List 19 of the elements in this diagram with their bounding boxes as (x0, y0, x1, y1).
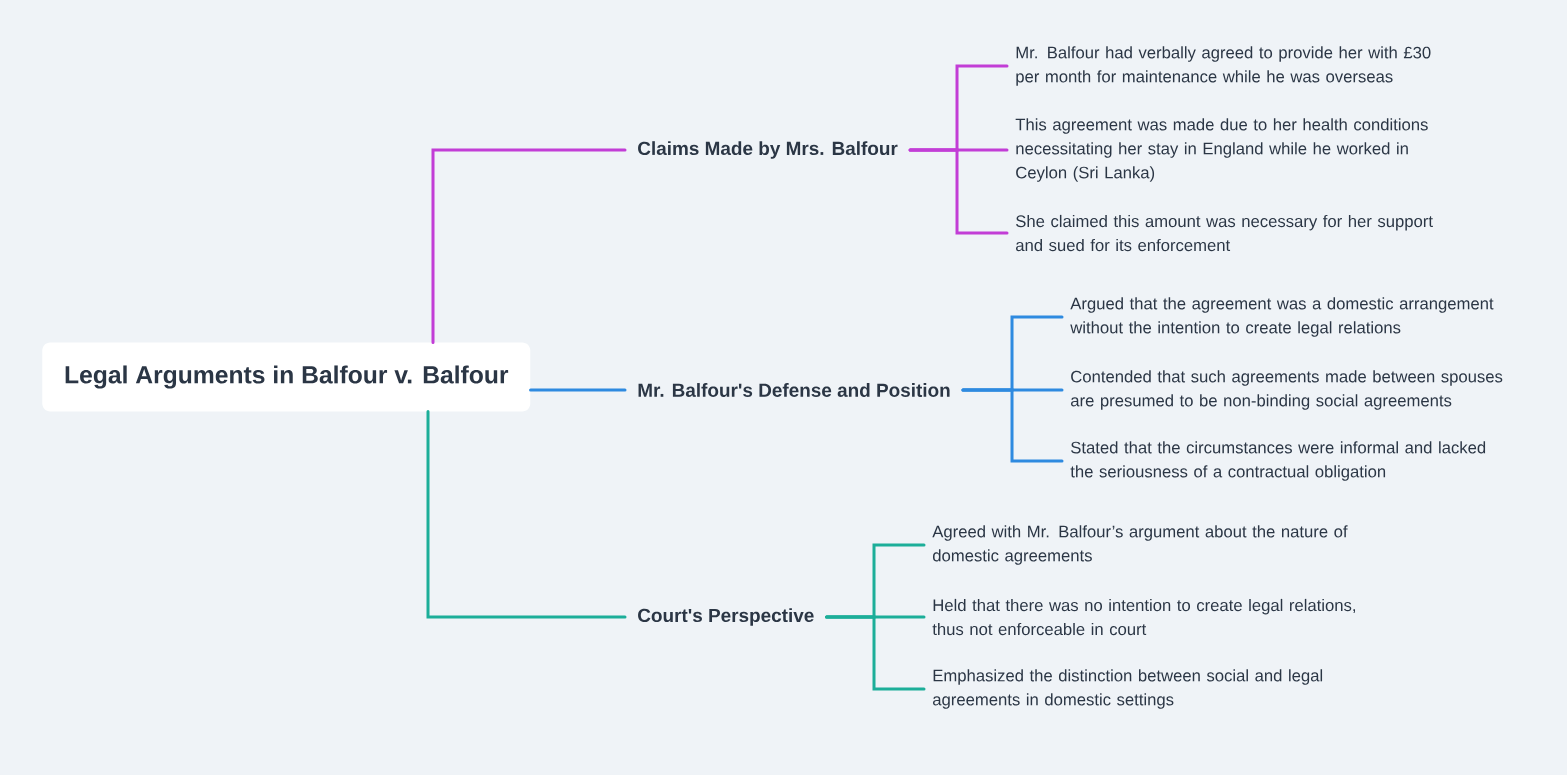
note-text: Agreed with Mr. Balfour’s argument about the nature of domestic agreements (932, 525, 1348, 565)
note-text: Mr. Balfour had verbally agreed to provide her with £30 per month for maintenance while he was overseas (1016, 46, 1431, 86)
connector-line (426, 410, 627, 619)
connector-line (908, 148, 1009, 235)
connector-line (529, 388, 627, 392)
branch-heading: Claims Made by Mrs. Balfour (638, 141, 898, 159)
note-text: Contended that such agreements made between spouses are presumed to be non-binding social agreements (1071, 370, 1503, 410)
note-text: Argued that the agreement was a domestic arrangement without the intention to create legal relations (1070, 297, 1494, 337)
note-text: She claimed this amount was necessary for her support and sued for its enforcement (1016, 214, 1433, 252)
note-text: Stated that the circumstances were informal and lacked the seriousness of a contractual obligation (1070, 441, 1486, 481)
note-text: Held that there was no intention to create legal relations, thus not enforceable in court (932, 598, 1355, 636)
connector-line (825, 615, 926, 691)
branch-heading: Mr. Balfour's Defense and Position (638, 383, 950, 397)
note-text: Emphasized the distinction between social and legal agreements in domestic settings (933, 669, 1323, 709)
note-text: This agreement was made due to her health conditions necessitating her stay in England while he worked in Ceylon (Sri Lanka) (1015, 118, 1428, 182)
connector-line (961, 388, 1064, 463)
topic-box: Legal Arguments in Balfour v. Balfour (42, 342, 531, 412)
branch-heading: Court's Perspective (638, 608, 814, 626)
connector-line (431, 148, 627, 344)
